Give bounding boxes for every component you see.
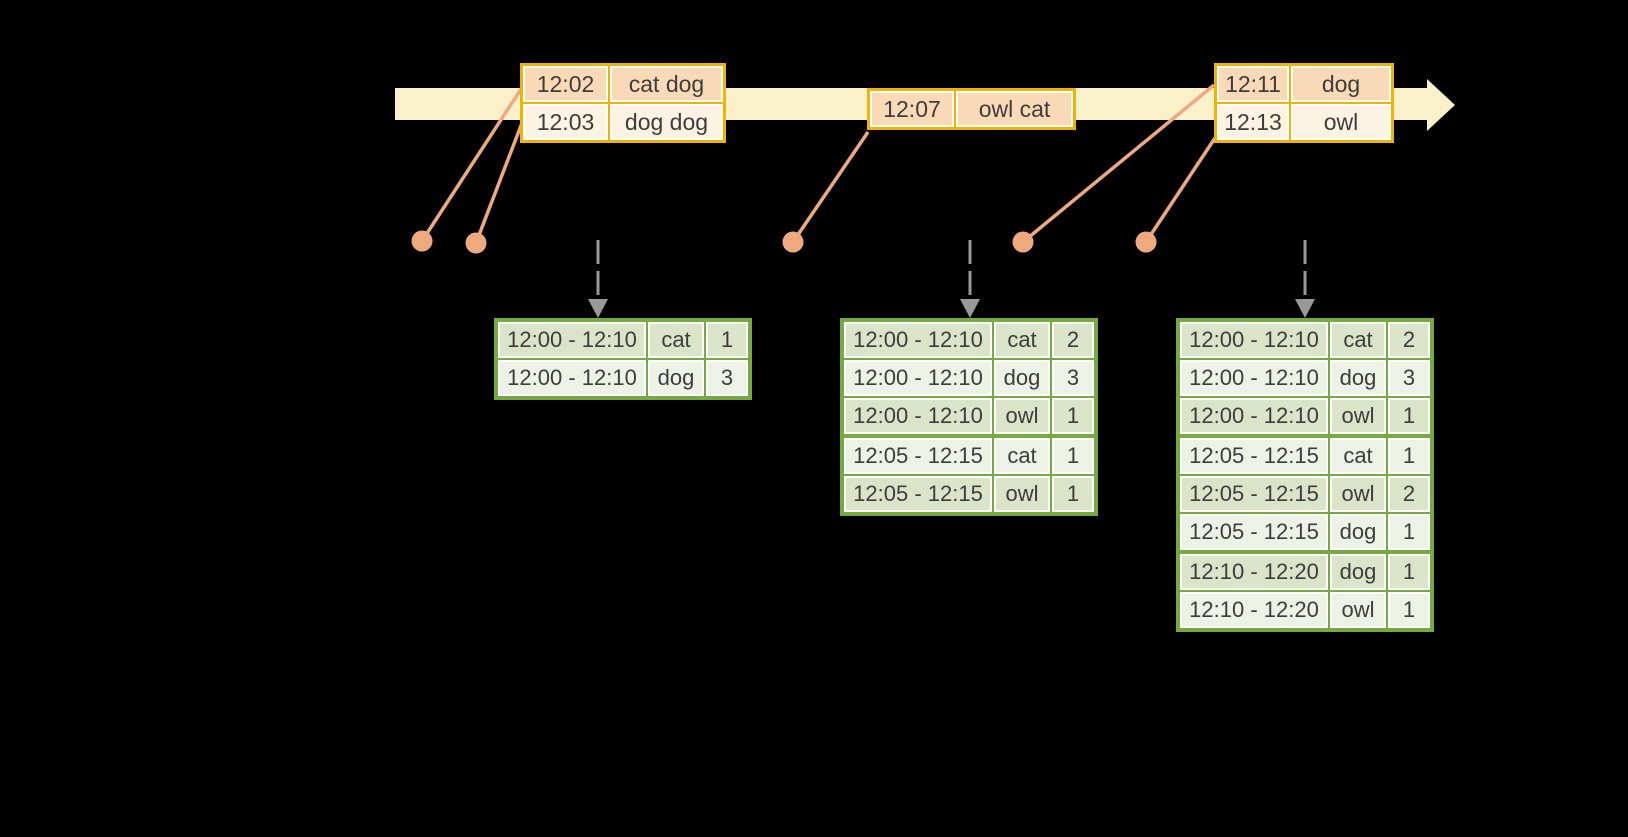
event-time-cell: 12:13 (1217, 104, 1289, 140)
result-count-cell: 1 (1050, 398, 1094, 434)
result-word-cell: cat (992, 322, 1050, 358)
timeline-arrowhead-icon (1427, 79, 1455, 131)
result-count-cell: 1 (704, 322, 748, 358)
result-word-cell: owl (1328, 398, 1386, 434)
result-window-cell: 12:05 - 12:15 (844, 476, 992, 512)
result-word-cell: owl (992, 398, 1050, 434)
result-word-cell: dog (1328, 514, 1386, 550)
event-connector-line (474, 122, 524, 244)
result-window-cell: 12:00 - 12:10 (1180, 398, 1328, 434)
result-window-cell: 12:00 - 12:10 (844, 360, 992, 396)
event-words-cell: dog (1289, 66, 1391, 102)
result-word-cell: owl (1328, 592, 1386, 628)
result-count-cell: 1 (1050, 438, 1094, 474)
result-window-cell: 12:10 - 12:20 (1180, 592, 1328, 628)
event-words-cell: cat dog (608, 66, 723, 102)
event-dot (1135, 231, 1157, 253)
result-count-cell: 1 (1386, 398, 1430, 434)
result-window-cell: 12:05 - 12:15 (844, 438, 992, 474)
event-dot (1012, 231, 1034, 253)
trigger-arrowhead-icon (588, 299, 608, 318)
result-count-cell: 1 (1386, 514, 1430, 550)
result-window-cell: 12:00 - 12:10 (844, 398, 992, 434)
result-window-cell: 12:00 - 12:10 (1180, 360, 1328, 396)
result-word-cell: cat (1328, 322, 1386, 358)
result-count-cell: 1 (1050, 476, 1094, 512)
event-time-cell: 12:11 (1217, 66, 1289, 102)
event-words-cell: owl (1289, 104, 1391, 140)
result-word-cell: dog (646, 360, 704, 396)
result-count-cell: 3 (704, 360, 748, 396)
result-word-cell: dog (1328, 554, 1386, 590)
result-window-cell: 12:10 - 12:20 (1180, 554, 1328, 590)
event-time-cell: 12:02 (523, 66, 608, 102)
result-window-cell: 12:00 - 12:10 (844, 322, 992, 358)
trigger-arrowhead-icon (960, 299, 980, 318)
result-count-cell: 1 (1386, 554, 1430, 590)
event-words-cell: owl cat (954, 91, 1073, 127)
trigger-arrowhead-icon (1295, 299, 1315, 318)
event-connector-line (420, 85, 525, 242)
result-window-cell: 12:00 - 12:10 (1180, 322, 1328, 358)
event-time-cell: 12:03 (523, 104, 608, 140)
result-word-cell: owl (992, 476, 1050, 512)
result-count-cell: 1 (1386, 592, 1430, 628)
result-count-cell: 3 (1386, 360, 1430, 396)
result-count-cell: 1 (1386, 438, 1430, 474)
event-words-cell: dog dog (608, 104, 723, 140)
result-window-cell: 12:05 - 12:15 (1180, 476, 1328, 512)
result-window-cell: 12:05 - 12:15 (1180, 514, 1328, 550)
result-word-cell: cat (992, 438, 1050, 474)
result-count-cell: 2 (1050, 322, 1094, 358)
event-dot (782, 231, 804, 253)
result-window-cell: 12:05 - 12:15 (1180, 438, 1328, 474)
event-dot (465, 232, 487, 254)
result-window-cell: 12:00 - 12:10 (498, 360, 646, 396)
result-count-cell: 2 (1386, 476, 1430, 512)
result-word-cell: dog (992, 360, 1050, 396)
event-time-cell: 12:07 (870, 91, 954, 127)
result-word-cell: dog (1328, 360, 1386, 396)
result-window-cell: 12:00 - 12:10 (498, 322, 646, 358)
result-word-cell: cat (1328, 438, 1386, 474)
event-connector-line (1144, 137, 1217, 243)
event-connector-line (1021, 83, 1216, 244)
result-word-cell: cat (646, 322, 704, 358)
event-dot (411, 230, 433, 252)
result-count-cell: 2 (1386, 322, 1430, 358)
event-connector-line (791, 131, 870, 243)
result-word-cell: owl (1328, 476, 1386, 512)
result-count-cell: 3 (1050, 360, 1094, 396)
